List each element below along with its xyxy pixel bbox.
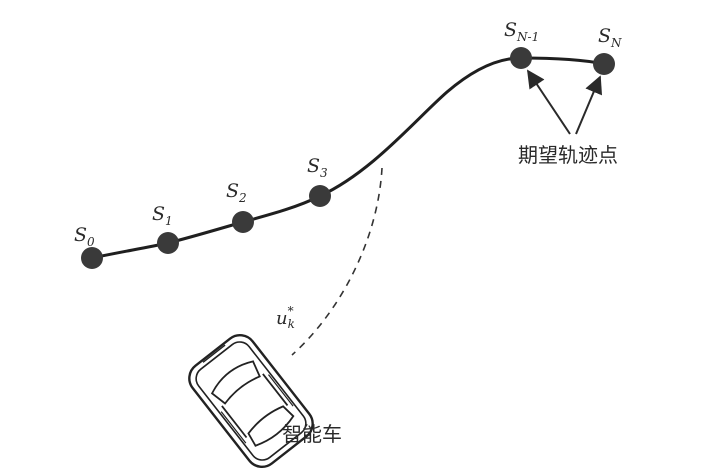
vehicle-label: 智能车 [282, 422, 342, 446]
label-s1: S1 [152, 203, 173, 228]
label-s3: S3 [307, 155, 328, 180]
trajectory-point-s1 [157, 232, 179, 254]
label-s0: S0 [74, 224, 95, 249]
vehicle-icon [183, 329, 319, 474]
trajectory-point-sn-1 [510, 47, 532, 69]
annotation-label: 期望轨迹点 [518, 143, 618, 167]
trajectory-point-s0 [81, 247, 103, 269]
label-sn: SN [598, 25, 622, 50]
control-path [292, 168, 382, 355]
trajectory-point-s2 [232, 211, 254, 233]
control-label: u*k [276, 304, 295, 331]
annotation-arrow-sn-1 [528, 71, 570, 134]
trajectory-point-sn [593, 53, 615, 75]
label-sn-1: SN-1 [504, 19, 539, 44]
annotation-arrow-sn [576, 77, 600, 134]
label-s2: S2 [226, 180, 247, 205]
trajectory-point-s3 [309, 185, 331, 207]
